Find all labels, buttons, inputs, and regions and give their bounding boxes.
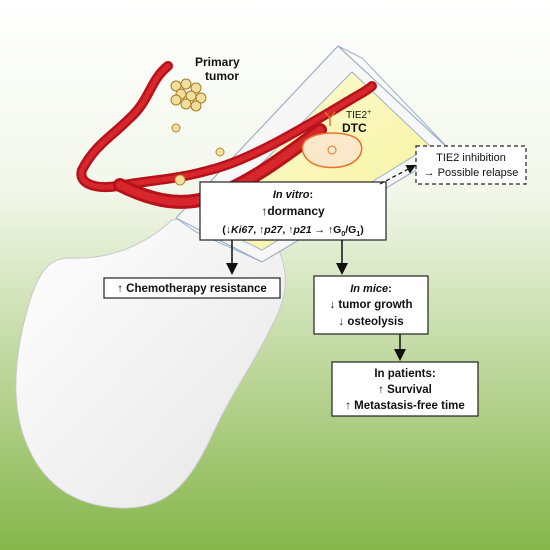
tie2-receptor-icon (324, 111, 336, 126)
chemo-resistance-box: ↑ Chemotherapy resistance (103, 277, 281, 299)
in-patients-title: In patients: (374, 368, 435, 380)
in-vitro-title: In vitro: (273, 189, 313, 201)
tie2-inhibition-line1: TIE2 inhibition (436, 152, 506, 164)
circulating-cell-2 (215, 147, 225, 157)
dtc-label-1: TIE2+ (346, 109, 371, 121)
in-mice-osteolysis: ↓ osteolysis (338, 316, 403, 328)
primary-tumor-cluster (170, 78, 207, 112)
in-mice-growth: ↓ tumor growth (329, 299, 412, 311)
dtc-cell (301, 111, 363, 169)
primary-tumor-label-1: Primary (195, 55, 240, 69)
in-vitro-markers: (↓Ki67, ↑p27, ↑p21 → ↑G0/G1) (222, 224, 363, 238)
in-patients-metastasis-free: ↑ Metastasis-free time (345, 400, 465, 412)
in-mice-title: In mice: (350, 283, 392, 295)
in-patients-survival: ↑ Survival (378, 384, 432, 396)
circulating-cell-3 (174, 174, 186, 186)
chemo-resistance-text: ↑ Chemotherapy resistance (117, 283, 267, 295)
dtc-label-2: DTC (342, 121, 367, 135)
tie2-inhibition-line2: → Possible relapse (424, 167, 519, 179)
tie2-inhibition-box: TIE2 inhibition → Possible relapse (415, 145, 527, 185)
in-mice-box: In mice: ↓ tumor growth ↓ osteolysis (313, 275, 429, 335)
in-vitro-box: In vitro: ↑dormancy (↓Ki67, ↑p27, ↑p21 →… (199, 181, 387, 241)
primary-tumor-label-2: tumor (205, 69, 239, 83)
circulating-cell-1 (171, 123, 181, 133)
in-vitro-dormancy: ↑dormancy (261, 204, 325, 218)
in-patients-box: In patients: ↑ Survival ↑ Metastasis-fre… (331, 361, 479, 417)
